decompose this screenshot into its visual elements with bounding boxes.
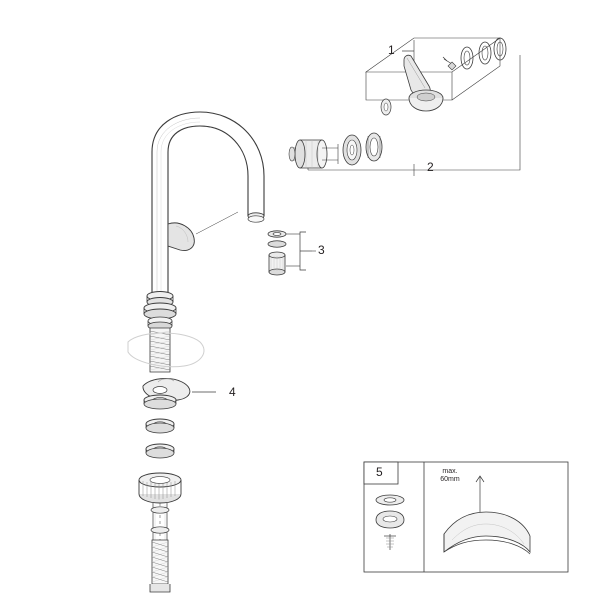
hose-connector — [150, 506, 170, 534]
inset-countertop-diagram — [443, 475, 531, 555]
handle-assembly-group — [288, 37, 521, 176]
max-dimension-label: max. 60mm — [424, 468, 476, 484]
max-value-text: 60mm — [440, 476, 460, 484]
hose-assembly — [149, 503, 171, 593]
handle-screw — [442, 56, 457, 71]
callout-5-inset — [363, 461, 569, 573]
lever-mount-boss — [167, 222, 195, 251]
handle-cap — [408, 89, 444, 112]
callout-label-2: 2 — [427, 160, 434, 174]
inset-parts-stack — [375, 494, 405, 550]
callout-label-1: 1 — [388, 43, 395, 57]
washer-stack — [143, 394, 177, 459]
retaining-nut — [365, 132, 383, 162]
body-leader-line — [195, 211, 239, 235]
cartridge-seal-ring — [342, 134, 362, 166]
o-ring-small-3 — [493, 37, 507, 61]
screw-washer — [380, 98, 392, 116]
base-rings — [143, 291, 177, 331]
mounting-nut — [138, 472, 182, 504]
aerator-group — [267, 230, 316, 276]
o-ring-small-1 — [460, 46, 474, 70]
callout-label-3: 3 — [318, 243, 325, 257]
callout-label-5: 5 — [376, 465, 383, 479]
callout-label-4: 4 — [229, 385, 236, 399]
max-text: max. — [442, 468, 458, 475]
faucet-main-body — [127, 111, 265, 593]
cartridge-body — [288, 139, 339, 169]
o-ring-small-2 — [478, 41, 492, 65]
